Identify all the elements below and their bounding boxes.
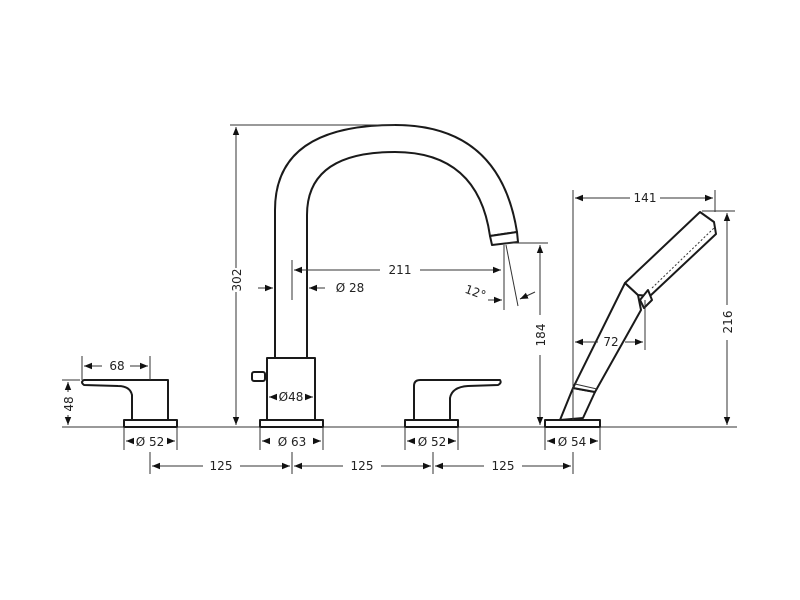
- dim-outlet-angle: 12°: [463, 282, 488, 302]
- center-lever-handle: [404, 379, 502, 428]
- dim-shower-offset: 72: [603, 335, 618, 349]
- dim-shower-height: 216: [721, 311, 735, 334]
- dim-lever-height: 48: [62, 396, 76, 411]
- spout: [251, 124, 519, 428]
- left-lever-handle: [81, 379, 178, 428]
- dim-outlet-height: 184: [534, 324, 548, 347]
- dim-spout-base-diameter: Ø 63: [278, 435, 307, 449]
- dim-spacing-3: 125: [492, 459, 515, 473]
- dim-center-base-diameter: Ø 52: [418, 435, 447, 449]
- dim-shower-base-diameter: Ø 54: [558, 435, 587, 449]
- dim-shower-reach: 141: [634, 191, 657, 205]
- dim-spout-height: 302: [230, 269, 244, 292]
- dim-spout-diameter: Ø 28: [336, 281, 365, 295]
- dim-left-base-diameter: Ø 52: [136, 435, 165, 449]
- dim-spacing-2: 125: [351, 459, 374, 473]
- dim-spout-reach: 211: [389, 263, 412, 277]
- dim-lever-length: 68: [109, 359, 124, 373]
- dim-spacing-1: 125: [210, 459, 233, 473]
- hand-shower: [544, 211, 717, 428]
- dim-spout-body-diameter: Ø48: [279, 390, 304, 404]
